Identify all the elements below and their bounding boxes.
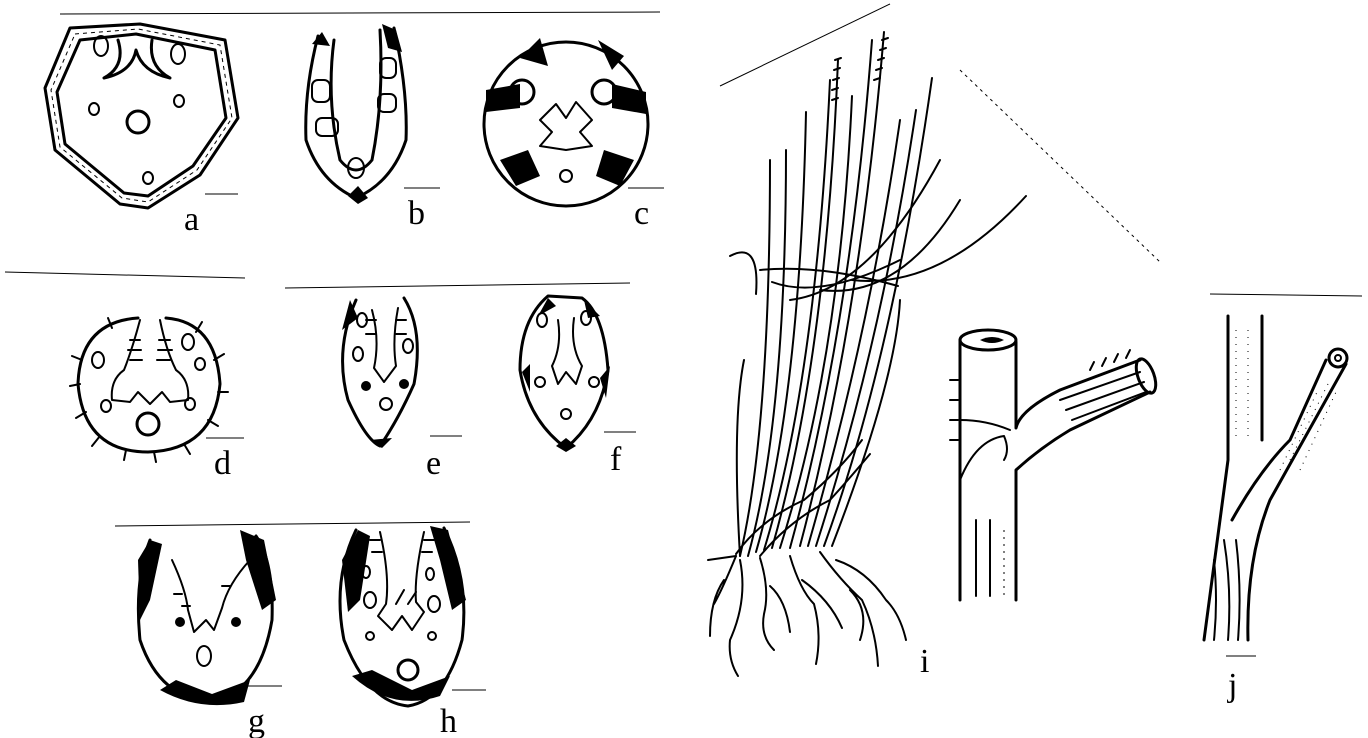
cross-section-g <box>138 530 282 705</box>
ligule-detail-i <box>950 330 1160 600</box>
label-b: b <box>408 195 425 232</box>
label-i: i <box>920 643 929 680</box>
scan-edge-lines <box>5 4 1362 526</box>
cross-section-e <box>342 298 462 448</box>
label-a: a <box>184 201 199 238</box>
label-j: j <box>1227 667 1237 704</box>
sheath-detail-j <box>1204 316 1347 656</box>
cross-section-a <box>45 24 238 208</box>
label-c: c <box>634 195 649 232</box>
cross-section-d <box>70 318 244 462</box>
cross-section-b <box>306 24 440 204</box>
plant-habit-i <box>708 32 1026 676</box>
label-h: h <box>440 703 457 738</box>
cross-section-h <box>340 526 486 706</box>
cross-section-c <box>484 38 664 206</box>
panel-labels: a b c d e f g h i j <box>184 195 1237 738</box>
label-f: f <box>610 441 622 478</box>
label-d: d <box>214 445 231 482</box>
cross-section-f <box>520 296 636 452</box>
label-e: e <box>426 445 441 482</box>
label-g: g <box>248 703 265 738</box>
